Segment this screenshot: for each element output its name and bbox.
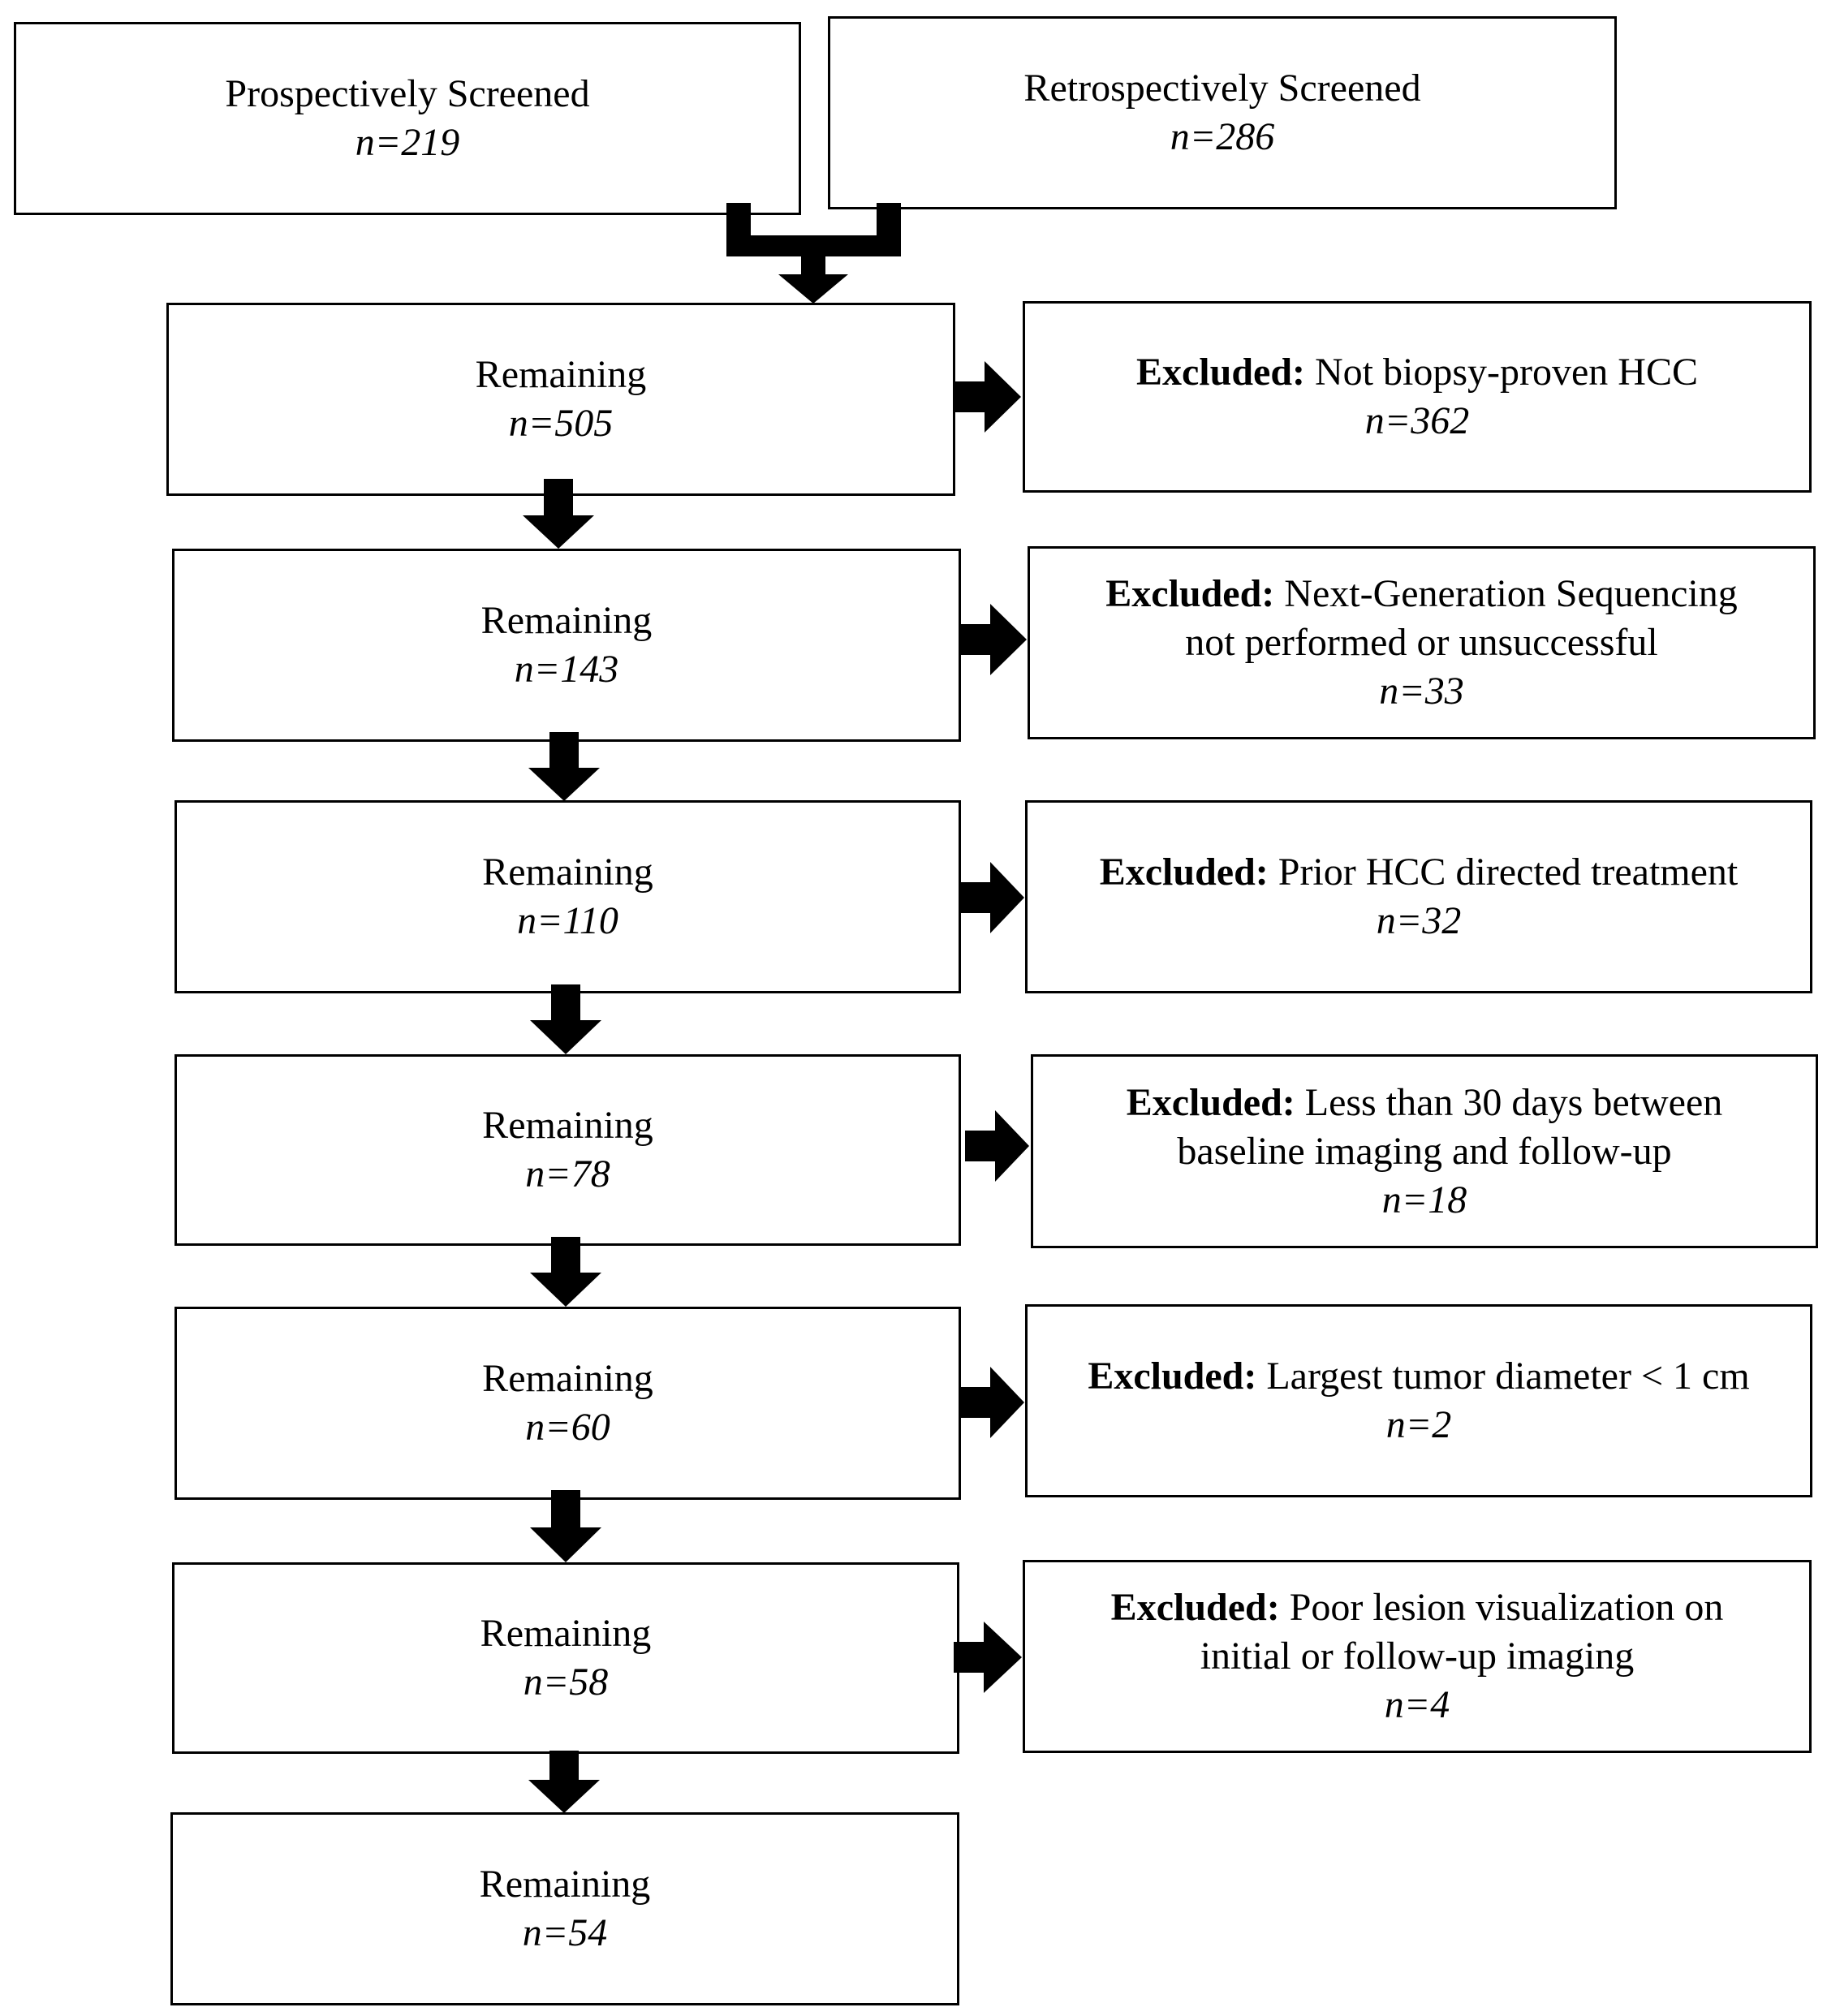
down-arrow-5 [530,1490,601,1562]
remaining-box-7: Remaining n=54 [170,1812,959,2005]
box-count: n=78 [525,1152,610,1195]
exclusion-text-line2: initial or follow-up imaging [1200,1635,1635,1678]
box-count: n=33 [1379,670,1464,713]
down-arrow-1 [523,479,594,549]
box-label: Remaining [482,851,653,894]
excluded-box-3: Excluded: Prior HCC directed treatment n… [1025,800,1812,993]
right-arrow-5 [960,1367,1024,1438]
right-arrow-3 [960,862,1024,933]
right-arrow-1 [954,361,1021,433]
excluded-box-5: Excluded: Largest tumor diameter < 1 cm … [1025,1304,1812,1497]
excluded-prefix: Excluded: [1126,1080,1295,1124]
excluded-prefix: Excluded: [1110,1586,1280,1629]
right-arrow-4 [965,1110,1029,1182]
excluded-box-1: Excluded: Not biopsy-proven HCC n=362 [1023,301,1812,493]
box-count: n=362 [1364,399,1470,442]
remaining-box-6: Remaining n=58 [172,1562,959,1754]
box-label: Remaining [482,1104,653,1147]
box-label: Remaining [479,1863,651,1906]
exclusion-text: Not biopsy-proven HCC [1315,351,1698,394]
box-count: n=286 [1170,115,1275,158]
box-label: Prospectively Screened [225,72,590,115]
box-count: n=58 [523,1661,609,1704]
excluded-box-2: Excluded: Next-Generation Sequencing not… [1028,546,1816,739]
box-count: n=54 [522,1911,608,1954]
right-arrow-6 [954,1622,1022,1693]
box-count: n=4 [1384,1683,1450,1726]
box-label: Retrospectively Screened [1023,67,1421,110]
prospectively-screened-box: Prospectively Screened n=219 [14,22,801,215]
box-count: n=32 [1376,899,1462,942]
box-label: Remaining [480,599,653,642]
exclusion-reason: Excluded: Next-Generation Sequencing [1105,570,1738,618]
box-label: Remaining [480,1612,652,1655]
exclusion-reason: Excluded: Less than 30 days between [1127,1079,1723,1127]
exclusion-reason: Excluded: Largest tumor diameter < 1 cm [1088,1352,1749,1401]
right-arrow-2 [960,604,1027,675]
excluded-prefix: Excluded: [1099,851,1269,894]
exclusion-text: Next-Generation Sequencing [1284,572,1738,615]
exclusion-text-line2: not performed or unsuccessful [1185,621,1658,664]
exclusion-reason: Excluded: Poor lesion visualization on [1111,1583,1724,1632]
box-count: n=110 [517,899,618,942]
exclusion-reason: Excluded: Not biopsy-proven HCC [1136,348,1698,397]
box-count: n=505 [508,402,614,445]
excluded-box-6: Excluded: Poor lesion visualization on i… [1023,1560,1812,1753]
box-label: Remaining [482,1357,653,1400]
remaining-box-2: Remaining n=143 [172,549,961,742]
exclusion-text: Largest tumor diameter < 1 cm [1266,1355,1750,1398]
exclusion-text: Prior HCC directed treatment [1278,851,1739,894]
box-count: n=219 [355,121,460,164]
excluded-prefix: Excluded: [1088,1355,1257,1398]
down-arrow-6 [528,1751,600,1813]
exclusion-text-line2: baseline imaging and follow-up [1177,1129,1672,1173]
retrospectively-screened-box: Retrospectively Screened n=286 [828,16,1617,209]
exclusion-text: Less than 30 days between [1295,1080,1723,1124]
excluded-prefix: Excluded: [1105,572,1275,615]
box-count: n=60 [525,1406,610,1449]
exclusion-text: Poor lesion visualization on [1289,1586,1724,1629]
down-arrow-2 [528,732,600,801]
box-count: n=143 [514,648,619,691]
down-arrow-4 [530,1237,601,1307]
excluded-prefix: Excluded: [1135,351,1306,394]
merge-arrow [726,203,901,304]
down-arrow-3 [530,984,601,1054]
remaining-box-3: Remaining n=110 [175,800,961,993]
remaining-box-4: Remaining n=78 [175,1054,961,1246]
remaining-box-5: Remaining n=60 [175,1307,961,1500]
box-count: n=18 [1381,1178,1467,1221]
excluded-box-4: Excluded: Less than 30 days between base… [1031,1054,1818,1248]
box-label: Remaining [475,353,647,396]
exclusion-reason: Excluded: Prior HCC directed treatment [1100,848,1739,897]
box-count: n=2 [1385,1403,1452,1446]
